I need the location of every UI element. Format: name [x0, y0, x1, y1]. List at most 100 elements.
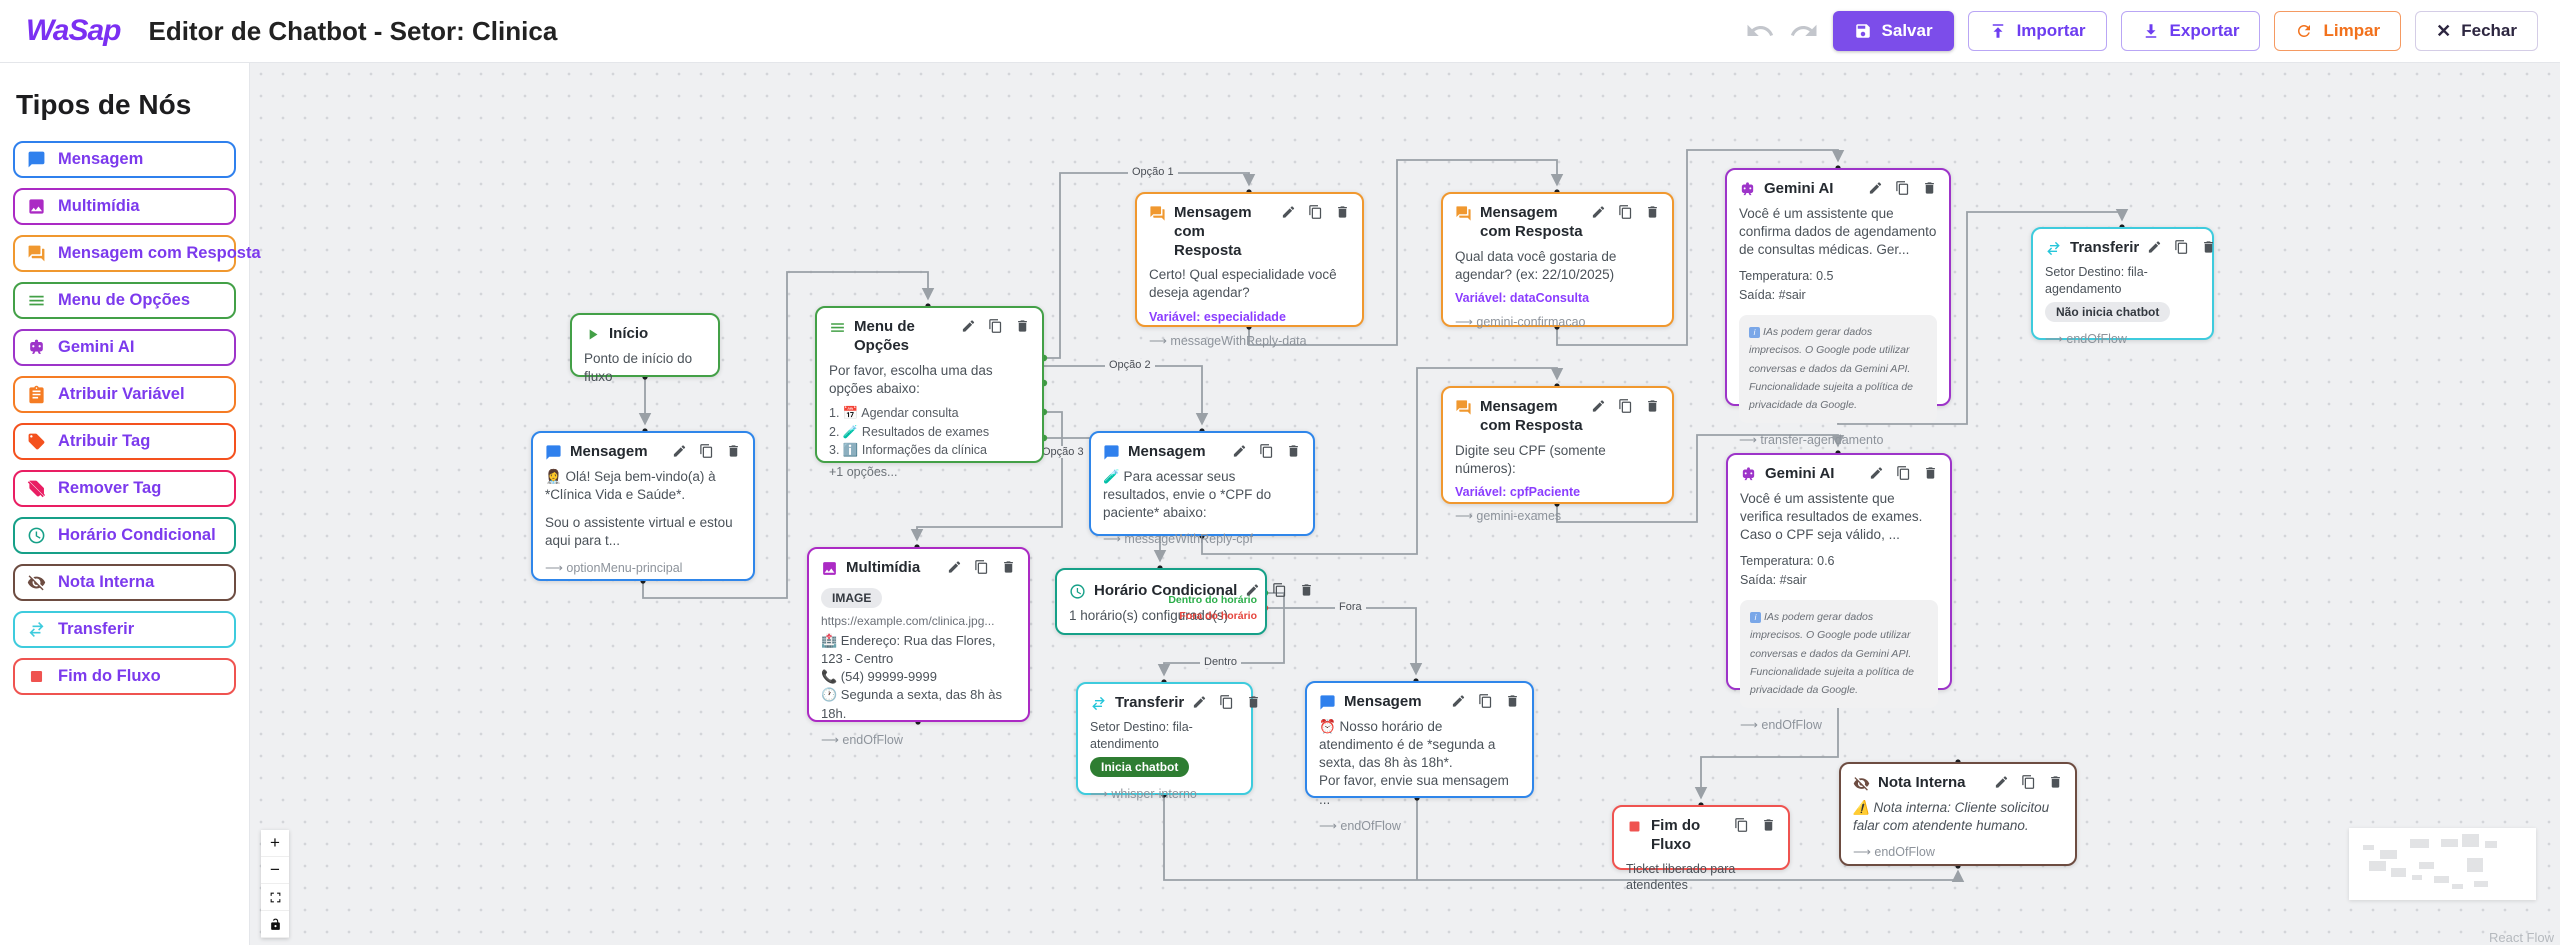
node-horario-condicional[interactable]: Horário Condicional 1 horário(s) configu… — [1055, 568, 1267, 635]
duplicate-icon[interactable] — [699, 443, 714, 459]
duplicate-icon[interactable] — [1259, 443, 1274, 459]
duplicate-icon[interactable] — [1272, 582, 1287, 598]
node-menu-de-opcoes[interactable]: Menu de Opções Por favor, escolha uma da… — [815, 306, 1044, 479]
duplicate-icon[interactable] — [1896, 465, 1911, 481]
delete-icon[interactable] — [2201, 239, 2216, 255]
export-button[interactable]: Exportar — [2120, 11, 2261, 51]
sidebar-item-atribuir-variavel[interactable]: Atribuir Variável — [13, 376, 236, 413]
delete-icon[interactable] — [1505, 693, 1520, 709]
sidebar-item-menu-de-opcoes[interactable]: Menu de Opções — [13, 282, 236, 319]
close-button[interactable]: ✕Fechar — [2415, 11, 2538, 51]
delete-icon[interactable] — [1246, 694, 1261, 710]
edit-icon[interactable] — [1232, 443, 1247, 459]
node-fim-do-fluxo[interactable]: Fim do Fluxo Ticket liberado para atende… — [1612, 805, 1790, 892]
node-resposta-cpf[interactable]: Mensagem com Resposta Digite seu CPF (so… — [1441, 386, 1674, 523]
node-transferir-agendamento[interactable]: Transferir Setor Destino: fila-agendamen… — [2031, 227, 2216, 346]
duplicate-icon[interactable] — [988, 318, 1003, 334]
node-mensagem-boas-vindas[interactable]: Mensagem 👩‍⚕️ Olá! Seja bem-vindo(a) à *… — [531, 431, 755, 581]
sidebar-item-mensagem[interactable]: Mensagem — [13, 141, 236, 178]
edit-icon[interactable] — [961, 318, 976, 334]
eye-off-icon — [1853, 775, 1870, 792]
edit-icon[interactable] — [672, 443, 687, 459]
edit-icon[interactable] — [1192, 694, 1207, 710]
duplicate-icon[interactable] — [1478, 693, 1493, 709]
delete-icon[interactable] — [1286, 443, 1301, 459]
delete-icon[interactable] — [1001, 559, 1016, 575]
sidebar-item-multimidia[interactable]: Multimídia — [13, 188, 236, 225]
sidebar-item-fim-do-fluxo[interactable]: Fim do Fluxo — [13, 658, 236, 695]
node-resposta-especialidade[interactable]: Mensagem com Resposta Certo! Qual especi… — [1135, 192, 1364, 348]
edit-icon[interactable] — [1451, 693, 1466, 709]
edit-icon[interactable] — [1868, 180, 1883, 196]
sidebar-title: Tipos de Nós — [16, 89, 192, 120]
node-target: transfer-agendamento — [1739, 432, 1937, 447]
temperature-label: Temperatura: 0.6 — [1740, 554, 1835, 569]
import-button[interactable]: Importar — [1967, 11, 2107, 51]
edit-icon[interactable] — [1869, 465, 1884, 481]
delete-icon[interactable] — [726, 443, 741, 459]
close-icon: ✕ — [2436, 20, 2452, 41]
node-nota-interna[interactable]: Nota Interna ⚠️ Nota interna: Cliente so… — [1839, 762, 2077, 866]
delete-icon[interactable] — [1335, 204, 1350, 220]
node-inicio[interactable]: Início Ponto de início do fluxo — [570, 313, 720, 384]
edge-label-opcao2: Opção 2 — [1105, 359, 1155, 371]
undo-icon[interactable] — [1745, 16, 1775, 46]
sidebar-item-mensagem-com-resposta[interactable]: Mensagem com Resposta — [13, 235, 261, 272]
node-gemini-exames[interactable]: Gemini AI Você é um assistente que verif… — [1726, 453, 1952, 732]
node-target: gemini-exames — [1455, 508, 1660, 523]
redo-icon[interactable] — [1789, 16, 1819, 46]
delete-icon[interactable] — [1645, 398, 1660, 414]
node-resposta-data[interactable]: Mensagem com Resposta Qual data você gos… — [1441, 192, 1674, 329]
node-mensagem-fora-horario[interactable]: Mensagem ⏰ Nosso horário de atendimento … — [1305, 681, 1534, 833]
duplicate-icon[interactable] — [2021, 774, 2036, 790]
upload-icon — [1989, 22, 2007, 40]
sidebar-item-nota-interna[interactable]: Nota Interna — [13, 564, 236, 601]
duplicate-icon[interactable] — [1618, 204, 1633, 220]
delete-icon[interactable] — [1761, 817, 1776, 833]
sidebar-item-atribuir-tag[interactable]: Atribuir Tag — [13, 423, 236, 460]
media-url: https://example.com/clinica.jpg... — [821, 613, 995, 628]
delete-icon[interactable] — [1922, 180, 1937, 196]
message-icon — [27, 150, 46, 169]
sidebar-item-gemini-ai[interactable]: Gemini AI — [13, 329, 236, 366]
menu-lines-icon — [27, 291, 46, 310]
delete-icon[interactable] — [1923, 465, 1938, 481]
node-mensagem-resultados[interactable]: Mensagem 🧪 Para acessar seus resultados,… — [1089, 431, 1315, 546]
save-button[interactable]: Salvar — [1832, 11, 1954, 51]
node-transferir-atendimento[interactable]: Transferir Setor Destino: fila-atendimen… — [1076, 682, 1253, 801]
sidebar-item-transferir[interactable]: Transferir — [13, 611, 236, 648]
transfer-icon — [2045, 240, 2062, 257]
edit-icon[interactable] — [1281, 204, 1296, 220]
node-target: endOfFlow — [1319, 818, 1520, 833]
sidebar-item-remover-tag[interactable]: Remover Tag — [13, 470, 236, 507]
node-multimidia[interactable]: Multimídia IMAGE https://example.com/cli… — [807, 547, 1030, 747]
zoom-in-button[interactable]: + — [261, 830, 289, 857]
duplicate-icon[interactable] — [2174, 239, 2189, 255]
duplicate-icon[interactable] — [1219, 694, 1234, 710]
delete-icon[interactable] — [1015, 318, 1030, 334]
refresh-icon — [2295, 22, 2313, 40]
delete-icon[interactable] — [1645, 204, 1660, 220]
delete-icon[interactable] — [1299, 582, 1314, 598]
duplicate-icon[interactable] — [1308, 204, 1323, 220]
fit-view-button[interactable] — [261, 884, 289, 911]
edit-icon[interactable] — [947, 559, 962, 575]
edit-icon[interactable] — [1591, 398, 1606, 414]
minimap[interactable] — [2349, 828, 2536, 900]
sidebar-item-horario-condicional[interactable]: Horário Condicional — [13, 517, 236, 554]
duplicate-icon[interactable] — [974, 559, 989, 575]
react-flow-attribution: React Flow — [2488, 930, 2554, 945]
delete-icon[interactable] — [2048, 774, 2063, 790]
clear-button[interactable]: Limpar — [2274, 11, 2402, 51]
zoom-out-button[interactable]: − — [261, 857, 289, 884]
flow-canvas[interactable]: Opção 1 Opção 2 Opção 3 Dentro Fora Iníc… — [250, 63, 2560, 945]
edit-icon[interactable] — [1994, 774, 2009, 790]
lock-button[interactable] — [261, 911, 289, 938]
node-gemini-confirmacao[interactable]: Gemini AI Você é um assistente que confi… — [1725, 168, 1951, 447]
edit-icon[interactable] — [2147, 239, 2162, 255]
duplicate-icon[interactable] — [1895, 180, 1910, 196]
duplicate-icon[interactable] — [1734, 817, 1749, 833]
edit-icon[interactable] — [1591, 204, 1606, 220]
duplicate-icon[interactable] — [1618, 398, 1633, 414]
